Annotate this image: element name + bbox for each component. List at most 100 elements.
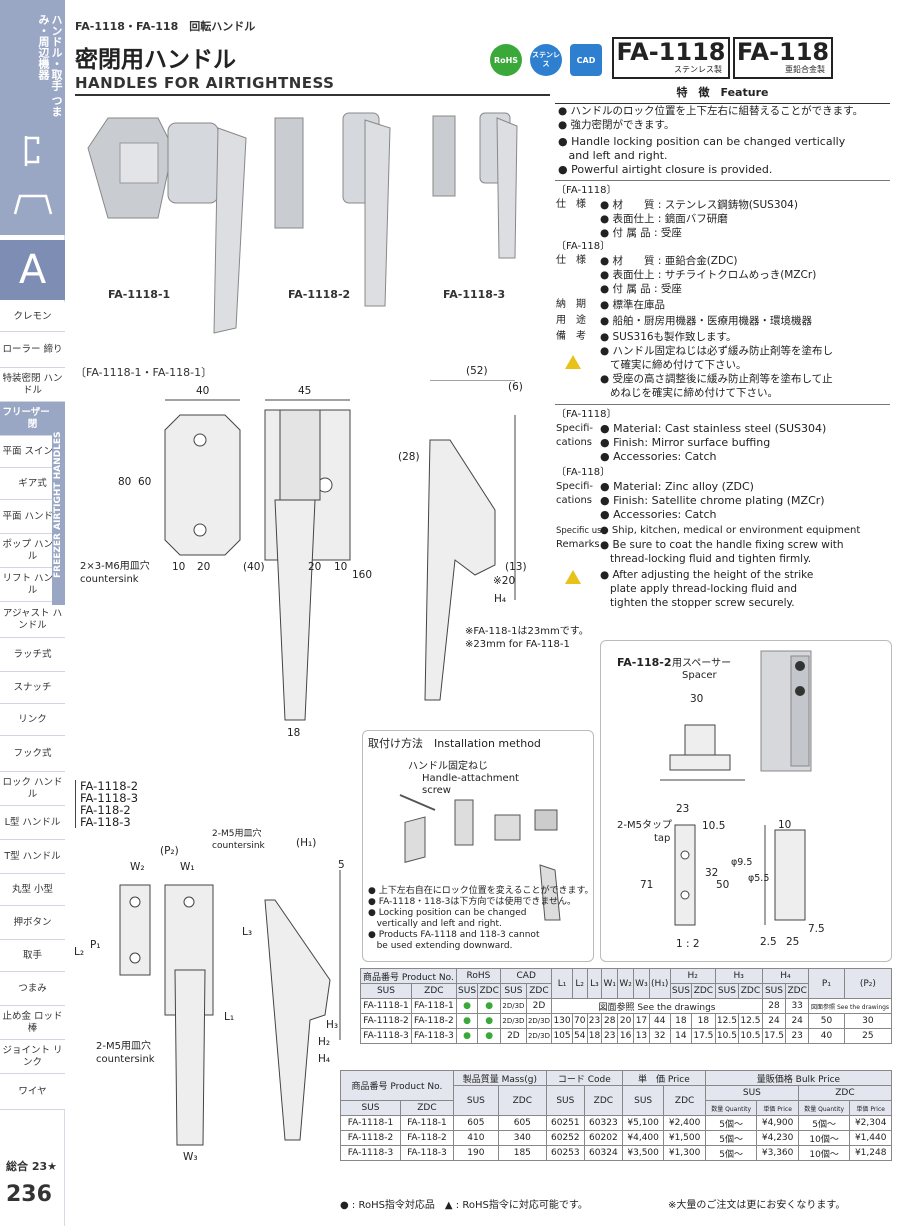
warning-icon — [565, 355, 581, 369]
sidebar-item[interactable]: 取手 — [0, 940, 65, 972]
cell: 2D/3D — [500, 1013, 527, 1029]
cell: FA-118-2 — [399, 1130, 454, 1146]
cell: 105 — [551, 1028, 573, 1044]
sidebar-item[interactable]: ジョイント リンク — [0, 1040, 65, 1074]
model-material: ステンレス製 — [674, 65, 722, 74]
cell: FA-118-2 — [410, 1013, 457, 1029]
spec-line: ● Accessories: Catch — [600, 508, 717, 521]
sidebar-item[interactable]: ローラー 締り — [0, 332, 65, 368]
cell: 12.5 — [738, 1013, 763, 1029]
cell: 5個～ — [704, 1115, 758, 1131]
cell: ¥1,248 — [849, 1145, 892, 1161]
sub-header: SUS — [500, 983, 527, 999]
col-header: W₁ — [601, 968, 619, 999]
sidebar-item[interactable]: ラッチ式 — [0, 638, 65, 672]
model-box-fa118: FA-118 亜鉛合金製 — [733, 37, 833, 79]
hole-note: 2×3-M6用皿穴 — [80, 561, 150, 572]
cell: 図面参照 See the drawings — [808, 998, 892, 1014]
sidebar-item[interactable]: 押ボタン — [0, 906, 65, 940]
cell: FA-1118-3 — [360, 1028, 412, 1044]
note-line: ● FA-1118・118-3は下方向では使用できません。 — [368, 897, 577, 907]
drawing-note: ※FA-118-1は23mmです。 — [465, 626, 589, 637]
page-title-en: HANDLES FOR AIRTIGHTNESS — [75, 74, 335, 92]
price-table: 商品番号 Product No. 製品質量 Mass(g) コード Code 単… — [340, 1070, 893, 1161]
cell: FA-1118-3 — [340, 1145, 401, 1161]
sub-header: 単価 Price — [756, 1100, 799, 1116]
dim-label: 7.5 — [808, 923, 825, 935]
cell: 10.5 — [714, 1028, 740, 1044]
spec-line: ● 付 属 品 : 受座 — [600, 227, 682, 239]
dim-label: 50 — [716, 879, 730, 891]
col-header: H₃ — [714, 968, 763, 984]
dim-label: 45 — [298, 385, 312, 397]
dim-label: H₃ — [326, 1019, 339, 1031]
sidebar-item[interactable]: L型 ハンドル — [0, 806, 65, 840]
dim-label: φ9.5 — [731, 857, 753, 868]
model-number: FA-1118 — [616, 38, 726, 66]
cell: 17 — [633, 1013, 650, 1029]
cell: 5個～ — [704, 1145, 758, 1161]
cell: 18 — [669, 1013, 693, 1029]
cell: 20 — [617, 1013, 635, 1029]
sidebar-item[interactable]: スナッチ — [0, 672, 65, 704]
cell: 23 — [601, 1028, 619, 1044]
sidebar-item[interactable]: クレモン — [0, 302, 65, 332]
dim-label: 18 — [287, 727, 301, 739]
cell: FA-1118-1 — [340, 1115, 401, 1131]
dim-label: H₂ — [318, 1036, 331, 1048]
dim-label: 30 — [690, 693, 704, 705]
sub-header: SUS — [761, 983, 787, 999]
installation-notes: ● 上下左右自在にロック位置を変えることができます。 ● FA-1118・118… — [368, 886, 594, 952]
spec-label: 納 期 — [556, 299, 586, 310]
sidebar-item[interactable]: 止め金 ロッド棒 — [0, 1006, 65, 1040]
col-header: L₂ — [571, 968, 588, 999]
cell: 33 — [785, 998, 810, 1014]
sidebar-item[interactable]: フック式 — [0, 736, 65, 772]
col-header: 単 価 Price — [621, 1070, 706, 1086]
sidebar-item[interactable]: ワイヤ — [0, 1074, 65, 1110]
dim-label: 20 — [197, 561, 211, 573]
cell: 60324 — [583, 1145, 623, 1161]
installation-diagram — [399, 794, 561, 921]
dim-label: 10 — [778, 819, 792, 831]
spec-label: 仕 様 — [556, 255, 586, 266]
cell: 605 — [497, 1115, 547, 1131]
sidebar-item[interactable]: T型 ハンドル — [0, 840, 65, 874]
cell: ¥1,500 — [663, 1130, 706, 1146]
col-header: W₂ — [617, 968, 635, 999]
sidebar-item[interactable]: つまみ — [0, 972, 65, 1006]
feature-heading: 特 徴 Feature — [555, 84, 890, 104]
hole-note-en: countersink — [212, 841, 265, 851]
sidebar-item[interactable]: リンク — [0, 704, 65, 736]
dim-label: H₄ — [494, 593, 507, 605]
dim-label: W₃ — [183, 1151, 198, 1163]
dim-label: 10 — [334, 561, 348, 573]
dim-label: 40 — [196, 385, 210, 397]
cell: 18 — [586, 1028, 603, 1044]
cell: 2D/3D — [525, 1028, 553, 1044]
cell: FA-1118-1 — [360, 998, 412, 1014]
sidebar-item[interactable]: 特装密閉 ハンドル — [0, 368, 65, 402]
cell: 28 — [761, 998, 787, 1014]
sidebar-item[interactable]: アジャスト ハンドル — [0, 602, 65, 638]
spec-line: ● 材 質 : ステンレス鋼鋳物(SUS304) — [600, 199, 798, 211]
feature-jp: ● 強力密閉ができます。 — [558, 119, 675, 131]
spec-group: 〔FA-118〕 — [556, 467, 611, 478]
spec-line: ● 付 属 品 : 受座 — [600, 283, 682, 295]
divider — [555, 180, 890, 181]
rohs-cell: ● — [455, 1028, 479, 1044]
sidebar-item[interactable]: ロック ハンドル — [0, 772, 65, 806]
spec-line: ● Material: Cast stainless steel (SUS304… — [600, 422, 827, 435]
sogo-label: 総合 23★ — [6, 1160, 57, 1173]
col-header: L₃ — [586, 968, 603, 999]
sidebar-item[interactable]: 丸型 小型 — [0, 874, 65, 906]
spec-label: cations — [556, 437, 592, 448]
cell: 23 — [785, 1028, 810, 1044]
hole-note: 2-M5用皿穴 — [96, 1041, 151, 1052]
cell: 340 — [497, 1130, 547, 1146]
sub-header: 数量 Quantity — [704, 1100, 758, 1116]
cell: 605 — [452, 1115, 499, 1131]
sub-header: ZDC — [410, 983, 457, 999]
